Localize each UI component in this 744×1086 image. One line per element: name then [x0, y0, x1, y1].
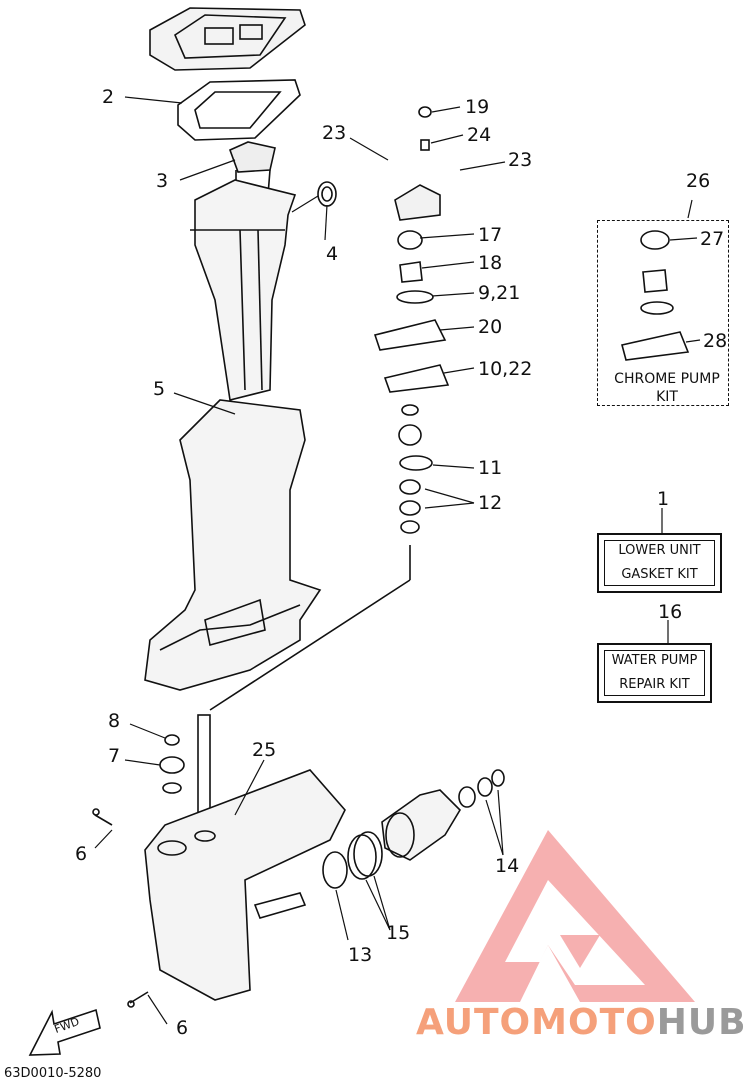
shaft-housing-part — [381, 769, 505, 861]
callout-19: 19 — [465, 96, 490, 118]
callout-8: 8 — [108, 710, 121, 732]
callout-9-21: 9,21 — [478, 282, 521, 304]
callout-26: 26 — [686, 170, 711, 192]
oil-seal-4-part — [317, 181, 337, 207]
callout-24: 24 — [467, 124, 492, 146]
callout-25: 25 — [252, 739, 277, 761]
callout-13: 13 — [348, 944, 373, 966]
callout-5: 5 — [153, 378, 166, 400]
callout-12: 12 — [478, 492, 503, 514]
callout-14: 14 — [495, 855, 520, 877]
chrome-pump-kit-line2: KIT — [656, 389, 678, 405]
chrome-pump-kit-box — [597, 220, 729, 406]
gear-case-part — [144, 769, 346, 1001]
diagram-code: 63D0010-5280 — [4, 1066, 102, 1081]
upper-casing-part — [190, 179, 297, 401]
callout-6b: 6 — [176, 1017, 189, 1039]
callout-4: 4 — [326, 243, 339, 265]
water-pump-kit-line1: WATER PUMP — [611, 653, 698, 668]
callout-2: 2 — [102, 86, 115, 108]
callout-11: 11 — [478, 457, 503, 479]
callout-1: 1 — [657, 488, 670, 510]
watermark-part2: HUB — [656, 1002, 744, 1043]
lower-unit-kit-line1: LOWER UNIT — [618, 543, 701, 558]
callout-10-22: 10,22 — [478, 358, 533, 380]
callout-15: 15 — [386, 922, 411, 944]
grommet-7-part — [159, 756, 185, 794]
lower-unit-kit-line2: GASKET KIT — [621, 567, 698, 582]
water-pump-repair-kit-box: WATER PUMP REPAIR KIT — [597, 643, 712, 703]
nut-8-part — [164, 734, 180, 746]
fwd-arrow-icon — [28, 1008, 101, 1056]
callout-16: 16 — [658, 601, 683, 623]
callout-23b: 23 — [508, 149, 533, 171]
chrome-pump-parts — [621, 230, 690, 361]
callout-18: 18 — [478, 252, 503, 274]
callout-6a: 6 — [75, 843, 88, 865]
callout-17: 17 — [478, 224, 503, 246]
callout-27: 27 — [700, 228, 725, 250]
lower-unit-gasket-kit-box: LOWER UNIT GASKET KIT — [597, 533, 722, 593]
lower-casing-part — [144, 399, 322, 691]
chrome-pump-kit-label: CHROME PUMP KIT — [597, 370, 737, 406]
chrome-pump-kit-line1: CHROME PUMP — [614, 371, 720, 387]
o-ring-13-part — [322, 851, 348, 889]
bolt-6-lower-part — [127, 991, 149, 1008]
watermark-logo-icon — [455, 830, 695, 1002]
water-pump-stack — [373, 106, 450, 534]
callout-7: 7 — [108, 745, 121, 767]
watermark-part1: AUTOMOTO — [416, 1002, 657, 1043]
callout-3: 3 — [156, 170, 169, 192]
callout-23a: 23 — [322, 122, 347, 144]
top-plate-part — [149, 7, 306, 71]
callout-28: 28 — [703, 330, 728, 352]
callout-20: 20 — [478, 316, 503, 338]
water-pump-kit-line2: REPAIR KIT — [619, 677, 690, 692]
bolt-6-upper-part — [92, 808, 113, 826]
leader-lines — [94, 96, 701, 1025]
o-ring-15-part — [347, 831, 383, 880]
gasket-2-part — [177, 79, 301, 141]
watermark-text: AUTOMOTOHUB — [416, 1002, 744, 1043]
